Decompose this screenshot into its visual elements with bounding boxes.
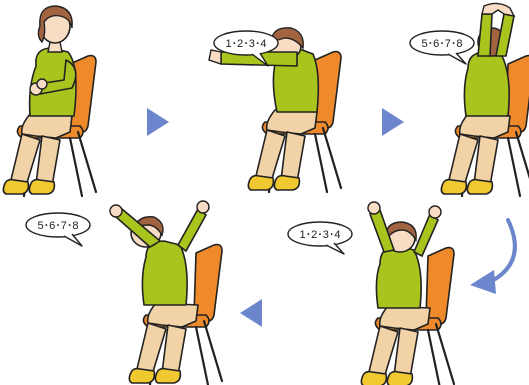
count-text-3: 1･2･3･4 [300, 229, 341, 241]
count-text-1: 1･2･3･4 [226, 38, 267, 50]
play-arrow-right-icon [382, 108, 404, 136]
figure-5-arms-v [109, 200, 224, 385]
figure-3-arms-up [440, 2, 529, 198]
count-bubble-4: 5･6･7･8 [25, 212, 91, 247]
figure-4-arms-v [360, 201, 456, 385]
count-bubble-1: 1･2･3･4 [213, 30, 279, 67]
count-bubble-2: 5･6･7･8 [409, 30, 475, 65]
play-arrow-left-icon [240, 299, 262, 327]
count-text-2: 5･6･7･8 [422, 38, 463, 50]
count-text-4: 5･6･7･8 [38, 220, 79, 232]
curved-arrow-down-icon [470, 218, 517, 294]
play-arrow-right-icon [147, 108, 169, 136]
figure-1-arms-forward [2, 5, 98, 198]
count-bubble-3: 1･2･3･4 [287, 221, 353, 255]
